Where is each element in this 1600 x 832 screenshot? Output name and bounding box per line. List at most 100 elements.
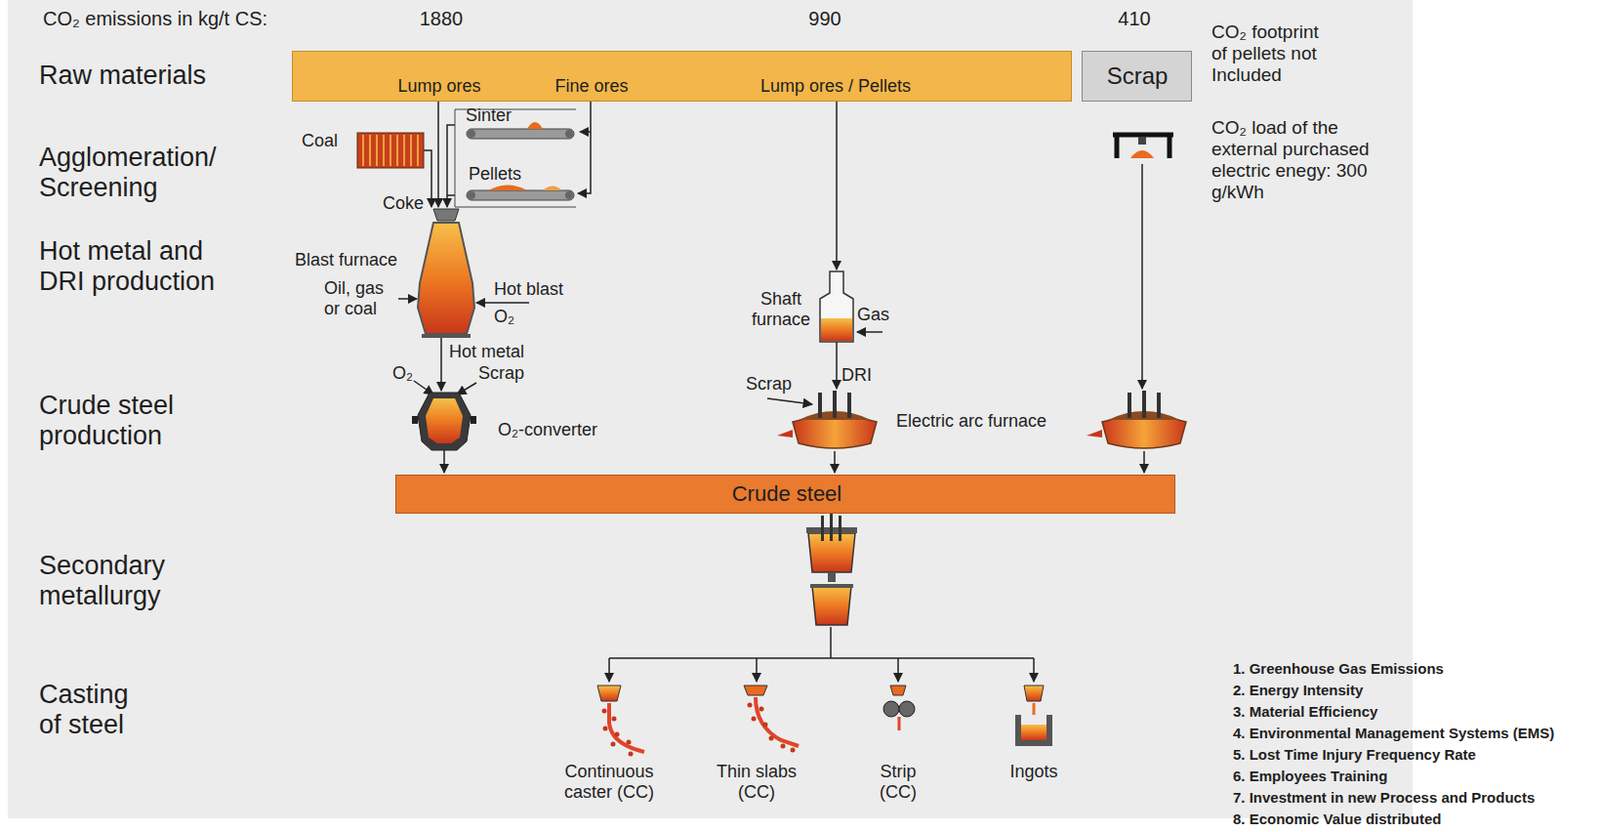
illustration-part [440, 336, 443, 391]
process-label: O₂ [493, 306, 515, 328]
crude-steel-band: Crude steel [395, 474, 1176, 514]
illustration-part [1143, 451, 1146, 473]
illustration-part [833, 451, 836, 473]
illustration-part [417, 392, 471, 451]
illustration-part [602, 708, 608, 714]
illustration-part [812, 585, 852, 625]
process-label: Electric arc furnace [896, 410, 1047, 432]
illustration-part [1138, 136, 1147, 145]
illustration-part [743, 685, 768, 696]
process-label: Casting of steel [39, 679, 147, 740]
illustration-part [467, 129, 476, 138]
illustration-part [751, 716, 757, 722]
process-label: Pellets [468, 164, 522, 185]
illustration-part [1112, 134, 1174, 159]
process-label: Coal [301, 130, 338, 152]
illustration-part [425, 398, 463, 444]
process-label: 1880 [419, 7, 464, 31]
illustration-part [829, 513, 833, 541]
illustration-part [411, 415, 418, 424]
scrap-box: Scrap [1081, 50, 1192, 102]
process-label: O₂-converter [497, 419, 598, 441]
illustration-part [447, 194, 455, 197]
illustration-part [890, 685, 906, 696]
kpi-list-item: 1. Greenhouse Gas Emissions [1232, 659, 1444, 677]
process-label: Gas [857, 304, 890, 326]
kpi-list-item: 8. Economic Value distributed [1232, 810, 1441, 827]
illustration-part [747, 702, 753, 708]
illustration-part [899, 700, 915, 717]
process-label: Raw materials [39, 60, 206, 91]
illustration-part [1015, 714, 1053, 746]
illustration-part [1130, 150, 1154, 159]
illustration-part [1141, 164, 1144, 389]
illustration-part [857, 330, 883, 333]
illustration-part [602, 708, 634, 757]
node-text: Crude steel [732, 481, 843, 506]
illustration-part [827, 572, 836, 582]
process-label: CO₂ emissions in kg/t CS: [42, 7, 268, 31]
process-label: DRI [841, 365, 872, 386]
illustration-part [1021, 724, 1047, 740]
illustration-part [609, 626, 1034, 658]
illustration-part [488, 185, 528, 192]
process-label: Strip (CC) [871, 761, 926, 802]
illustration-part [820, 318, 853, 341]
illustration-part [565, 129, 574, 138]
illustration-part [398, 101, 1145, 682]
illustration-part [755, 657, 758, 682]
process-label: 410 [1117, 7, 1150, 31]
illustration-part [423, 150, 432, 207]
illustration-part [357, 132, 424, 168]
illustration-part [609, 702, 645, 752]
illustration-part [838, 515, 842, 541]
process-label: Hot metal [449, 341, 525, 363]
kpi-list-item: 2. Energy Intensity [1232, 681, 1363, 698]
illustration-part [443, 449, 446, 473]
illustration-part [1024, 685, 1044, 701]
illustration-part [527, 122, 543, 129]
illustration-part [747, 702, 796, 753]
illustration-part [542, 186, 563, 192]
illustration-part [597, 685, 621, 701]
illustration-part [437, 101, 440, 207]
illustration-part [759, 706, 765, 712]
illustration-part [820, 271, 854, 342]
process-label: Scrap [478, 363, 525, 384]
illustration-part [565, 191, 574, 200]
illustration-part [835, 341, 838, 389]
process-label: CO₂ load of the external purchased elect… [1211, 117, 1373, 203]
kpi-list-item: 6. Employees Training [1232, 767, 1388, 784]
illustration-part [780, 743, 786, 749]
illustration-part [603, 726, 609, 732]
illustration-part [790, 747, 796, 753]
illustration-part [398, 297, 417, 300]
illustration-part [1032, 702, 1036, 715]
illustration-part [626, 739, 632, 745]
illustration-part [579, 130, 591, 133]
illustration-part [820, 515, 824, 541]
illustration-part [767, 398, 813, 405]
process-label: Oil, gas or coal [324, 278, 395, 319]
process-label: Secondary metallurgy [39, 550, 235, 612]
illustration-part [883, 700, 900, 717]
illustration-part [612, 716, 617, 722]
process-label: Crude steel production [39, 390, 235, 452]
process-label: Shaft furnace [746, 288, 816, 329]
illustration-part [470, 415, 477, 424]
process-label: 990 [808, 7, 841, 31]
process-label: CO₂ footprint of pellets not Included [1211, 21, 1334, 86]
illustration-part [755, 697, 799, 746]
node-text: Lump ores [397, 76, 481, 97]
illustration-part [456, 382, 477, 395]
process-label: Blast furnace [294, 249, 398, 271]
process-label: Thin slabs (CC) [710, 761, 804, 802]
illustration-part [835, 101, 838, 270]
illustration-part [363, 134, 418, 166]
illustration-part [433, 208, 459, 221]
illustration-part [467, 191, 476, 200]
illustration-part [466, 190, 575, 201]
illustration-part [615, 732, 620, 738]
illustration-part [628, 751, 634, 757]
illustration-part [608, 657, 611, 682]
